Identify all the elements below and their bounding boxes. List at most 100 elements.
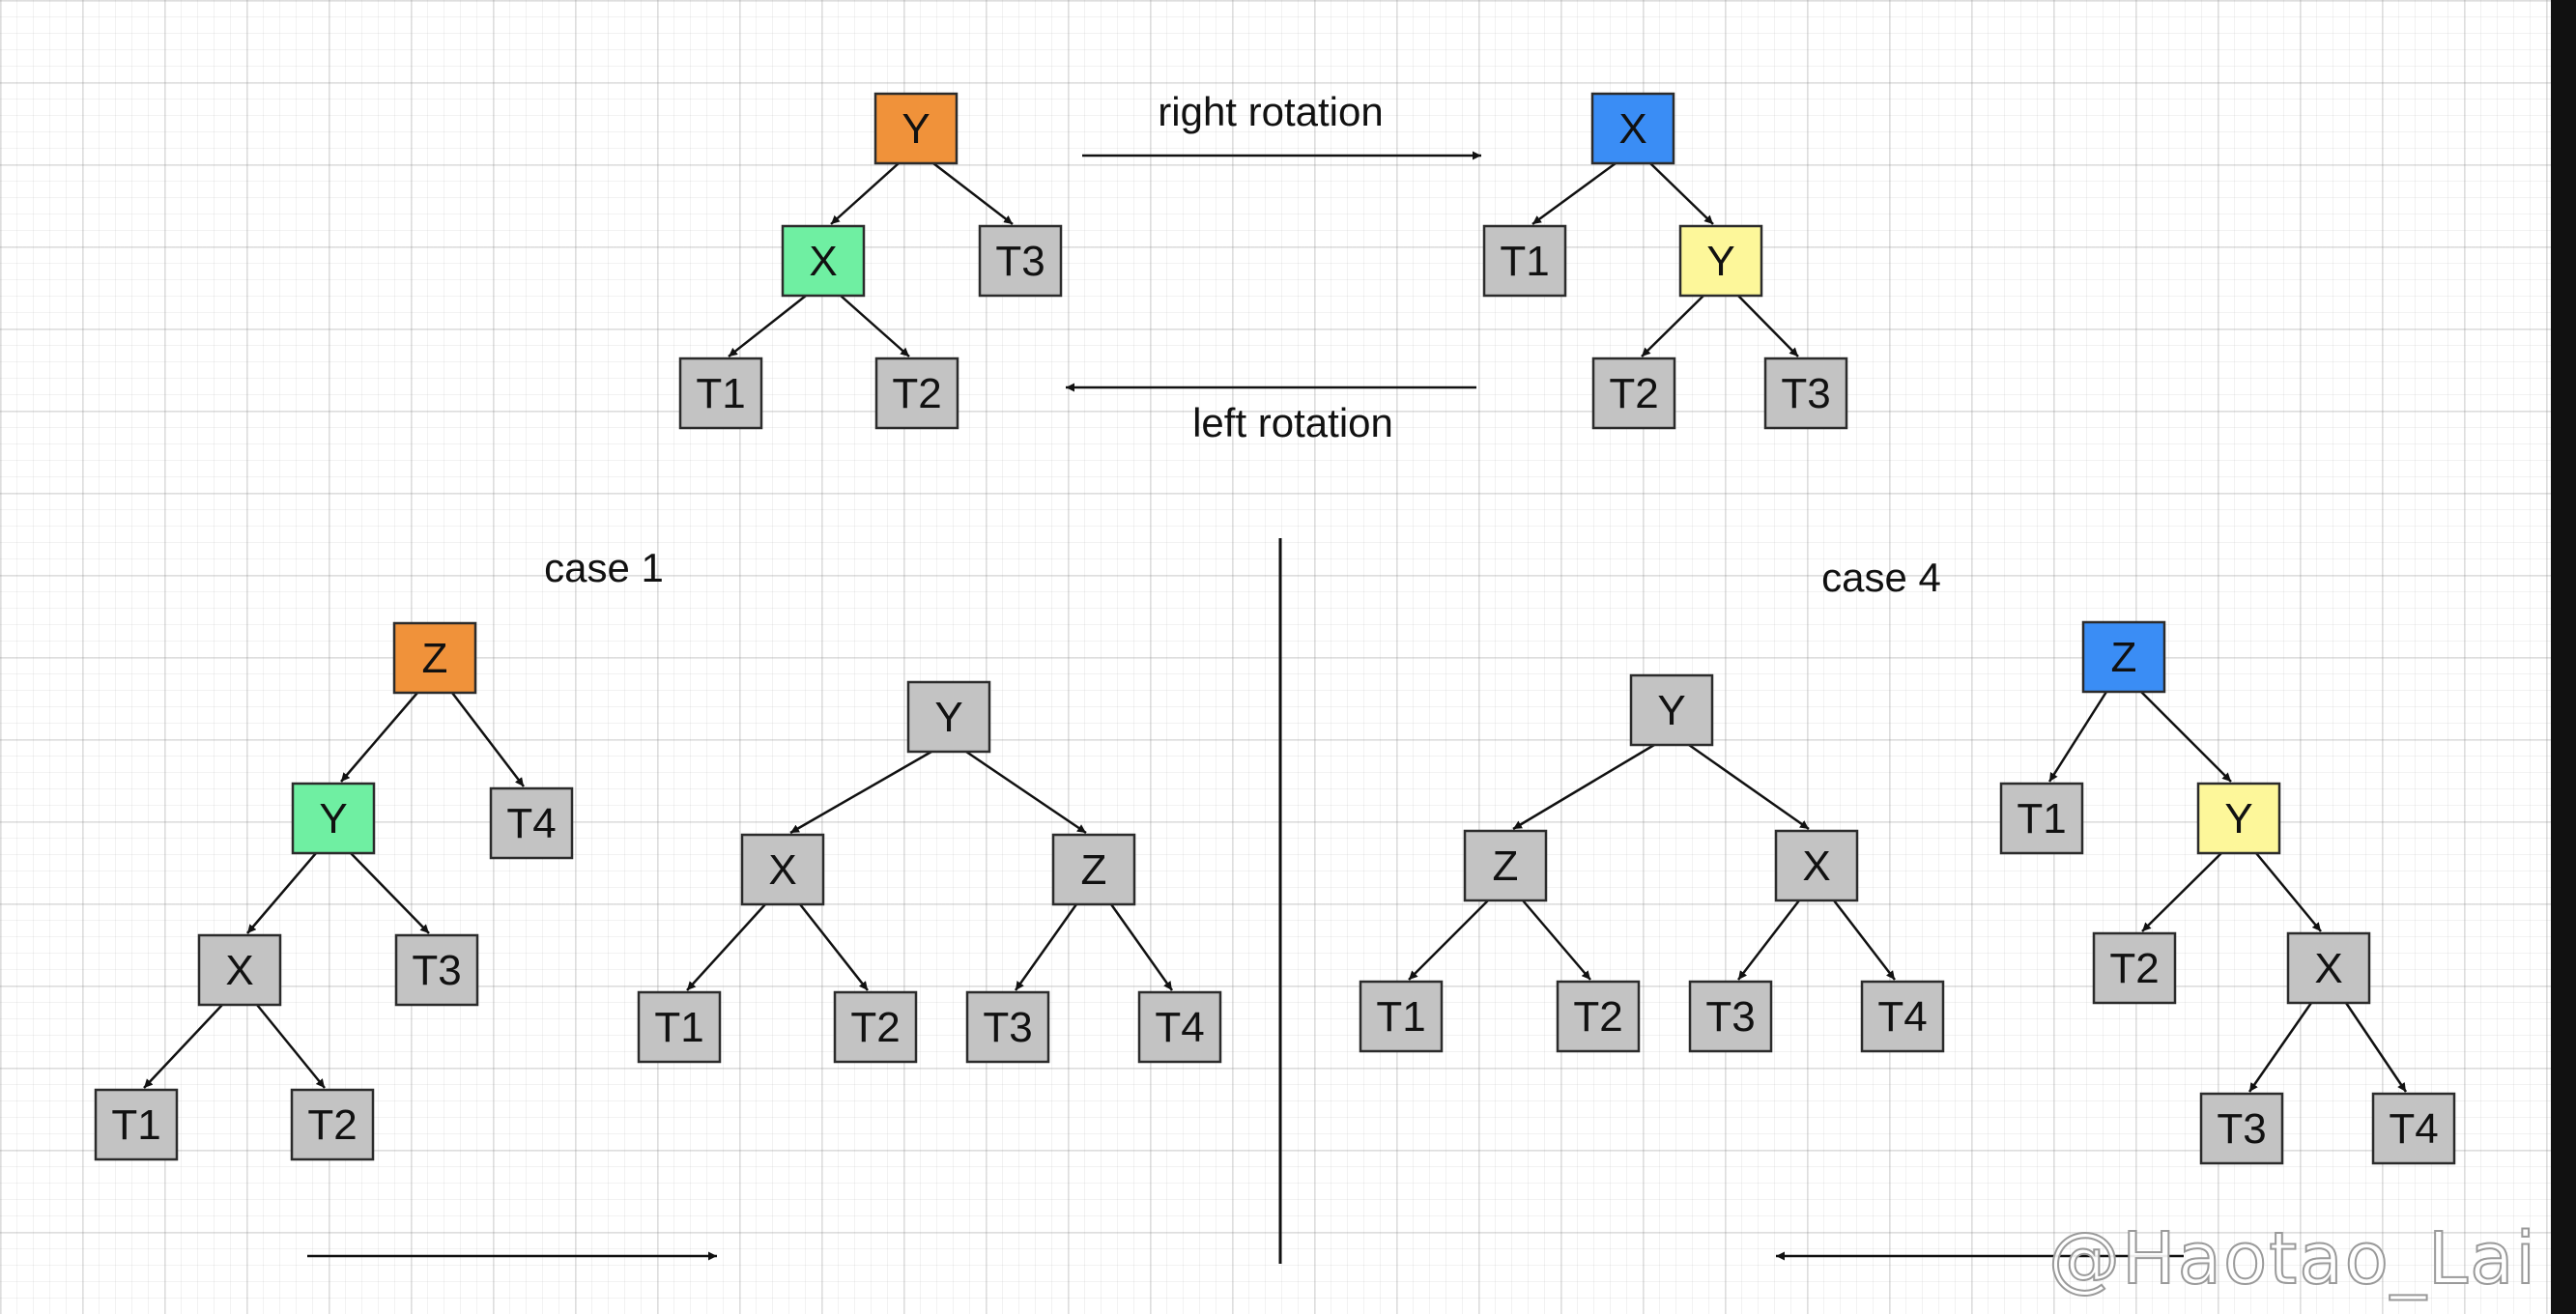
tree-edge-c1_before_y-to-c1_before_x	[246, 852, 317, 934]
tree-edge-c1_after_y-to-c1_after_z	[965, 750, 1087, 835]
tree-edge-c4_after_z-to-c4_after_t2	[1522, 900, 1591, 981]
tree-edge-rot_left_y-to-rot_left_x	[830, 162, 900, 225]
tree-node-c4_before_z: Z	[2081, 620, 2166, 694]
node-label: T3	[983, 1004, 1032, 1051]
node-label: T2	[307, 1101, 357, 1149]
node-label: Z	[422, 635, 448, 682]
node-label: T2	[850, 1004, 900, 1051]
node-box	[197, 933, 282, 1007]
node-label: T1	[1376, 993, 1425, 1041]
tree-edge-c1_after_z-to-c1_after_t3	[1014, 903, 1078, 991]
tree-edge-c1_after_y-to-c1_after_x	[789, 750, 932, 835]
node-label: T3	[1705, 993, 1755, 1041]
tree-node-rot_right_t2: T2	[1591, 357, 1676, 430]
node-label: Y	[934, 694, 962, 741]
tree-node-c4_after_t4: T4	[1860, 980, 1945, 1053]
watermark: @Haotao_Lai	[2047, 1216, 2537, 1301]
node-label: Y	[902, 105, 930, 153]
tree-node-rot_left_y: Y	[873, 92, 959, 165]
tree-edge-c4_before_y-to-c4_before_t2	[2141, 852, 2222, 932]
node-label: X	[809, 238, 837, 285]
tree-edges	[143, 161, 2408, 1093]
node-label: Y	[1657, 687, 1685, 734]
node-label: Y	[1706, 238, 1734, 285]
node-box	[1860, 980, 1945, 1053]
node-label: T1	[696, 370, 745, 417]
tree-edge-rot_left_y-to-rot_left_t3	[932, 162, 1014, 225]
node-box	[290, 1088, 375, 1161]
node-label: T1	[2017, 795, 2066, 843]
node-label: X	[1618, 105, 1646, 153]
node-box	[1463, 829, 1548, 902]
node-box	[1999, 782, 2084, 855]
node-box	[965, 990, 1050, 1064]
tree-edge-c4_before_x-to-c4_before_t4	[2344, 1002, 2408, 1093]
case-1-label: case 1	[544, 545, 664, 590]
node-box	[781, 224, 866, 298]
tree-node-c4_after_t2: T2	[1556, 980, 1641, 1053]
tree-node-rot_left_t2: T2	[874, 357, 959, 430]
tree-node-c4_before_t1: T1	[1999, 782, 2084, 855]
node-label: X	[1802, 843, 1830, 890]
tree-edge-rot_right_y-to-rot_right_t3	[1737, 295, 1799, 357]
tree-edge-c1_before_y-to-c1_before_t3	[350, 852, 430, 934]
tree-node-c1_before_x: X	[197, 933, 282, 1007]
tree-edge-c1_before_x-to-c1_before_t2	[256, 1004, 326, 1089]
node-box	[637, 990, 722, 1064]
tree-node-c4_after_z: Z	[1463, 829, 1548, 902]
tree-edge-c4_before_x-to-c4_before_t3	[2247, 1002, 2313, 1093]
node-box	[2196, 782, 2281, 855]
node-box	[1591, 357, 1676, 430]
node-box	[1359, 980, 1444, 1053]
node-box	[2199, 1092, 2284, 1165]
tree-edge-rot_right_x-to-rot_right_t1	[1531, 161, 1617, 226]
node-label: X	[768, 846, 796, 894]
node-box	[1556, 980, 1641, 1053]
node-label: T4	[506, 800, 556, 847]
tree-edge-c4_after_z-to-c4_after_t1	[1408, 900, 1489, 981]
tree-node-rot_right_x: X	[1590, 92, 1675, 165]
node-label: X	[2314, 945, 2342, 992]
tree-node-c1_after_t1: T1	[637, 990, 722, 1064]
node-box	[2371, 1092, 2456, 1165]
tree-node-c4_before_t2: T2	[2092, 931, 2177, 1005]
tree-edge-c1_after_x-to-c1_after_t1	[686, 903, 766, 991]
tree-node-c1_after_z: Z	[1051, 833, 1136, 906]
node-box	[2092, 931, 2177, 1005]
tree-edge-rot_right_x-to-rot_right_y	[1649, 162, 1714, 225]
tree-edge-rot_left_x-to-rot_left_t1	[728, 295, 807, 357]
tree-edge-c1_after_z-to-c1_after_t4	[1109, 903, 1174, 991]
node-label: T3	[995, 238, 1045, 285]
node-box	[906, 680, 991, 754]
node-label: T4	[1155, 1004, 1204, 1051]
node-label: Z	[1493, 843, 1519, 890]
node-box	[874, 357, 959, 430]
tree-node-c4_after_t3: T3	[1688, 980, 1773, 1053]
tree-node-c4_before_t4: T4	[2371, 1092, 2456, 1165]
node-label: T3	[1781, 370, 1830, 417]
tree-node-rot_right_t1: T1	[1482, 224, 1567, 298]
node-label: T1	[654, 1004, 703, 1051]
tree-edge-c4_before_z-to-c4_before_y	[2140, 691, 2232, 783]
tree-node-c1_after_x: X	[740, 833, 825, 906]
node-label: T2	[892, 370, 941, 417]
node-label: T3	[412, 947, 461, 994]
tree-edge-c1_after_x-to-c1_after_t2	[799, 903, 869, 991]
tree-edge-c4_before_y-to-c4_before_x	[2255, 852, 2322, 932]
tree-node-c1_before_t3: T3	[394, 933, 479, 1007]
node-box	[1774, 829, 1859, 902]
node-box	[394, 933, 479, 1007]
node-box	[1763, 357, 1848, 430]
tree-node-c1_before_t2: T2	[290, 1088, 375, 1161]
node-label: T4	[1877, 993, 1927, 1041]
tree-edge-c4_after_y-to-c4_after_z	[1512, 743, 1655, 831]
tree-node-c4_after_y: Y	[1629, 673, 1714, 747]
node-box	[1137, 990, 1222, 1064]
tree-edge-c1_before_z-to-c1_before_y	[340, 692, 418, 783]
node-box	[94, 1088, 179, 1161]
tree-node-c4_after_x: X	[1774, 829, 1859, 902]
node-box	[2081, 620, 2166, 694]
tree-node-c1_after_t3: T3	[965, 990, 1050, 1064]
tree-node-c4_before_x: X	[2286, 931, 2371, 1005]
